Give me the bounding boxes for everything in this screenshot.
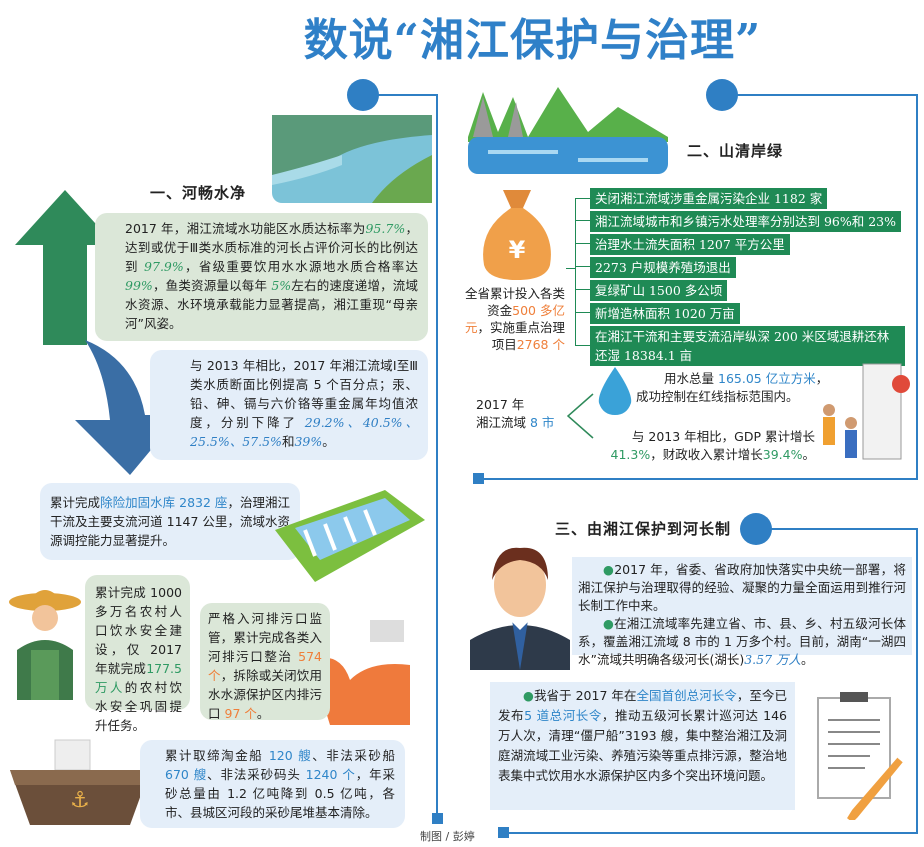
section2-heading: 二、山清岸绿 [687,142,784,160]
water-usage-text: 用水总量 165.05 亿立方米，成功控制在红线指标范围内。 [636,371,829,404]
mountain-illustration [468,87,668,174]
sand-mining-box: 累计取缔淘金船 120 艘、非法采砂船 670 艘、非法采砂码头 1240 个，… [140,740,405,828]
connector-line [722,94,918,96]
bracket-line [575,220,590,221]
up-arrow-icon [15,190,115,345]
farmer-illustration [9,590,81,700]
reservoir-box: 累计完成除险加固水库 2832 座，治理湘江干流及主要支流河道 1147 公里，… [40,483,300,560]
drain-pipe-illustration [310,620,410,725]
ship-illustration: ⚓ [10,739,150,825]
basin-label: 2017 年 湘江流域 8 市 [476,397,555,430]
clipboard-pencil-illustration [817,692,903,820]
page-title: 数说“湘江保护与治理” [303,15,762,66]
heavy-metal-box: 与 2013 年相比，2017 年湘江流域Ⅰ至Ⅲ类水质断面比例提高 5 个百分点… [150,350,428,460]
analysts-chart-illustration [823,363,910,460]
sewage-outlet-box: 严格入河排污口监管，累计完成各类入河排污口整治 574 个，拆除或关闭饮用水水源… [200,603,330,721]
section3-heading: 三、由湘江保护到河长制 [555,520,732,538]
connector-line [362,94,438,96]
river-chief-order-box: ●我省于 2017 年在全国首创总河长令，至今已发布5 道总河长令，推动五级河长… [490,682,795,810]
bracket-line [575,266,590,267]
official-avatar [470,547,570,670]
bracket-line [575,198,590,199]
chevron-left-icon [566,393,594,439]
svg-text:⚓: ⚓ [70,788,90,813]
connector-line [756,528,918,530]
achievement-item: 关闭湘江流域涉重金属污染企业 1182 家 [590,188,828,209]
gdp-text: 与 2013 年相比，GDP 累计增长 41.3%，财政收入累计增长39.4%。 [610,429,815,462]
svg-text:¥: ¥ [509,236,526,264]
bracket-line [575,289,590,290]
investment-text: 全省累计投入各类资金500 多亿元，实施重点治理项目2768 个 [464,286,565,352]
achievement-item: 新增造林面积 1020 万亩 [590,303,740,324]
connector-line [505,832,918,834]
dam-illustration [275,490,425,582]
river-illustration [272,115,432,203]
drinking-water-box: 累计完成 1000 多万名农村人口饮水安全建设，仅 2017 年就完成177.5… [85,575,190,733]
connector-line [480,478,918,480]
connector-line [916,528,918,834]
connector-end-icon [473,473,484,484]
connector-line [436,94,438,816]
bracket-line [566,268,576,269]
bracket-line [575,243,590,244]
credit: 制图 / 彭婷 [420,830,475,843]
connector-end-icon [432,813,443,824]
achievement-item: 复绿矿山 1500 多公顷 [590,280,728,301]
bracket-line [575,345,590,346]
connector-line [916,94,918,480]
water-quality-box: 2017 年，湘江流域水功能区水质达标率为95.7%，达到或优于Ⅲ类水质标准的河… [95,213,428,341]
river-chief-box: ●2017 年，省委、省政府加快落实中央统一部署，将湘江保护与治理取得的经验、凝… [572,557,912,667]
bracket-line [575,198,576,346]
achievement-item: 湘江流域城市和乡镇污水处理率分别达到 96%和 23% [590,211,902,232]
bracket-line [575,312,590,313]
water-drop-icon [598,367,632,415]
achievement-item: 治理水土流失面积 1207 平方公里 [590,234,790,255]
connector-end-icon [498,827,509,838]
section1-heading: 一、河畅水净 [150,184,247,202]
achievement-item: 2273 户规模养殖场退出 [590,257,736,278]
money-bag-icon: ¥ [483,190,551,280]
achievement-item: 在湘江干流和主要支流沿岸纵深 200 米区域退耕还林还湿 18384.1 亩 [590,326,905,366]
